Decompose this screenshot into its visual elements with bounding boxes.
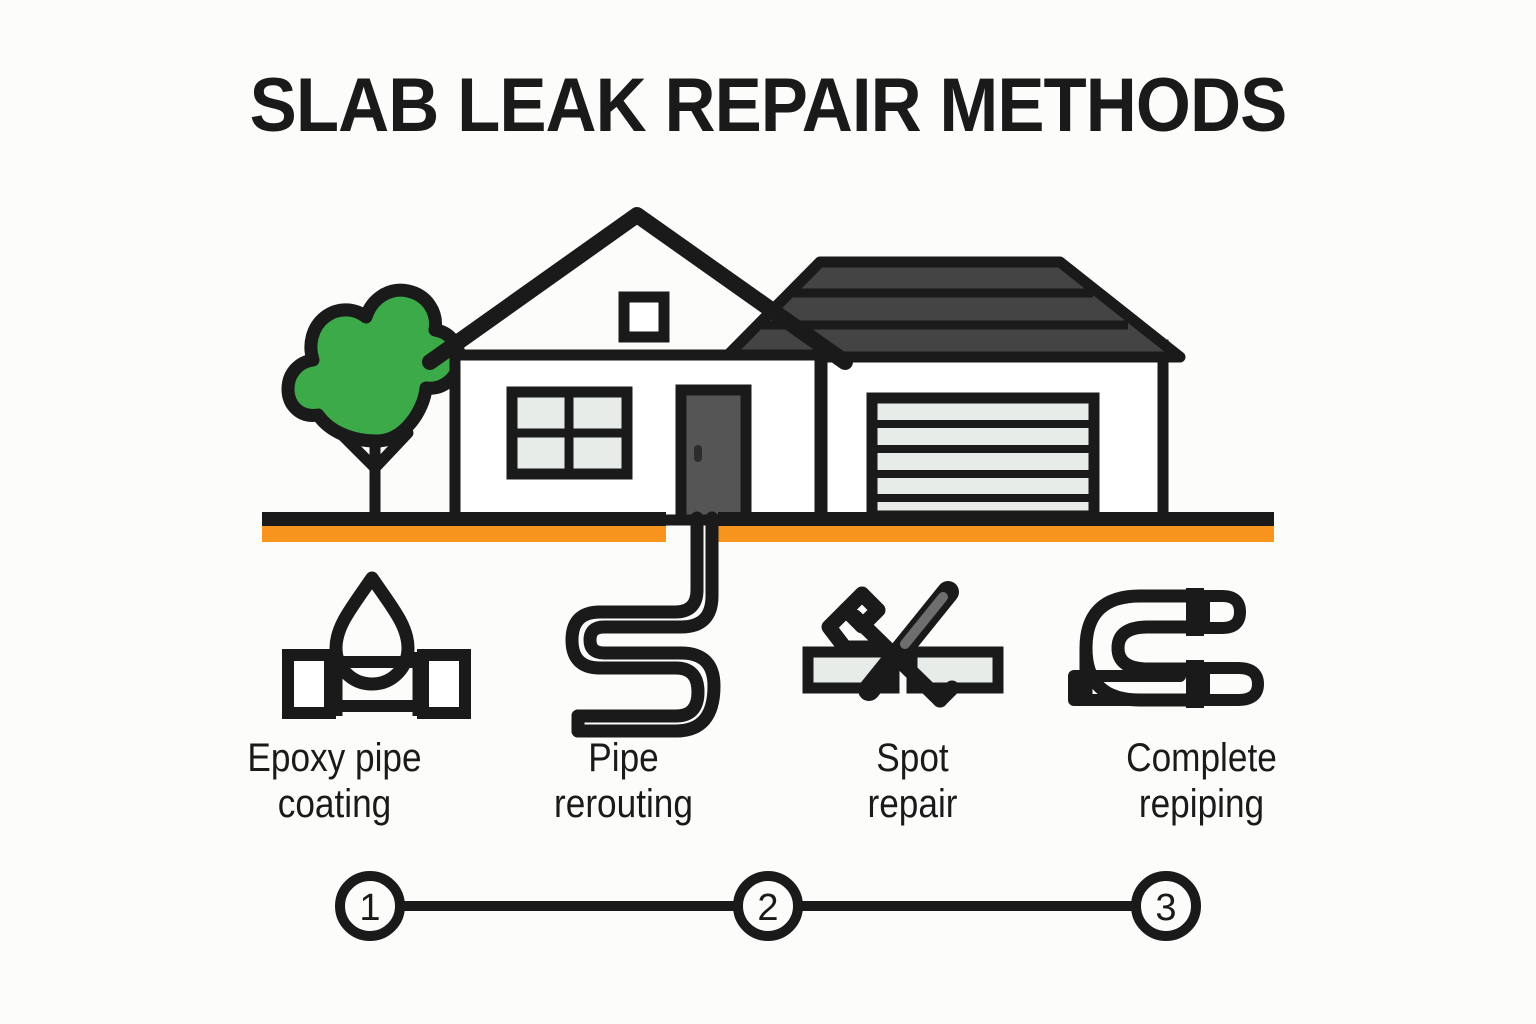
method-label-complete-repiping: Complete repiping — [1074, 735, 1328, 828]
method-labels: Epoxy pipe coating Pipe rerouting Spot r… — [0, 735, 1536, 828]
garage-door — [866, 392, 1100, 522]
pipe-fitting-top — [1186, 588, 1246, 636]
front-window — [506, 386, 633, 480]
timeline-step-2-number: 2 — [757, 887, 778, 929]
screwdriver-icon — [858, 581, 959, 701]
method-label-line-2: coating — [277, 782, 392, 827]
method-label-line-1: Spot — [876, 736, 949, 780]
method-label-spot-repair: Spot repair — [785, 735, 1039, 828]
attic-window — [618, 291, 670, 343]
slab-line — [262, 512, 1274, 542]
method-label-line-2: rerouting — [554, 782, 693, 827]
house — [422, 207, 853, 526]
method-label-pipe-rerouting: Pipe rerouting — [496, 735, 750, 828]
droplet-over-pipe-icon — [282, 571, 471, 719]
method-label-line-1: Pipe — [588, 736, 659, 780]
wrench-screwdriver-icon — [802, 581, 1004, 708]
underground-pipe — [565, 511, 721, 738]
method-label-line-1: Epoxy pipe — [247, 736, 422, 780]
u-pipe-fittings-icon — [1068, 588, 1264, 708]
wrench-icon — [821, 586, 960, 708]
timeline-step-3-number: 3 — [1155, 887, 1176, 929]
page-title: SLAB LEAK REPAIR METHODS — [249, 63, 1288, 148]
front-door — [675, 384, 752, 526]
method-label-epoxy-pipe-coating: Epoxy pipe coating — [207, 735, 461, 828]
tree — [281, 283, 466, 526]
method-label-line-2: repair — [867, 782, 958, 827]
pipe-fitting-bottom — [1186, 660, 1264, 708]
method-label-line-1: Complete — [1126, 736, 1277, 780]
door-handle-icon — [694, 445, 702, 462]
timeline-step-1-number: 1 — [359, 887, 380, 929]
timeline: 1 2 3 — [335, 871, 1201, 941]
method-label-line-2: repiping — [1138, 782, 1265, 827]
